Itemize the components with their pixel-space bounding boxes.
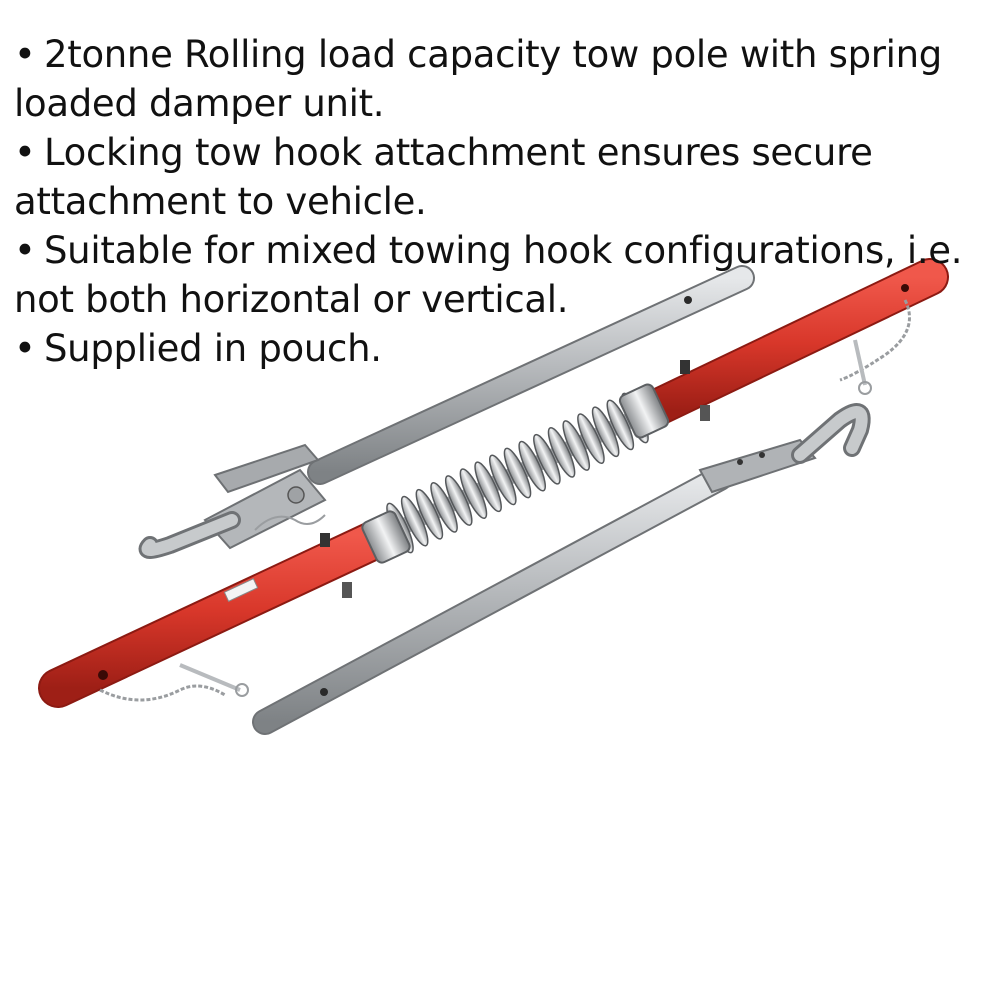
spring-coil	[444, 475, 473, 526]
hook-plate	[698, 438, 817, 494]
bolt	[700, 405, 710, 421]
spring-coil	[577, 413, 605, 465]
feature-text: Suitable for mixed towing hook configura…	[14, 229, 963, 321]
pin-hole-icon	[901, 284, 909, 292]
feature-item: •Locking tow hook attachment ensures sec…	[14, 128, 974, 226]
spring-coil	[606, 399, 635, 451]
spring-coil	[591, 406, 620, 458]
spring-coil	[562, 420, 591, 471]
pin-hole-icon	[98, 670, 108, 680]
spring-coil	[547, 426, 576, 478]
feature-item: •Suitable for mixed towing hook configur…	[14, 226, 974, 324]
pin-hole-icon	[320, 688, 328, 696]
feature-item: •Supplied in pouch.	[14, 324, 974, 373]
lower-galvanised-pole	[252, 403, 871, 735]
spring-coil	[459, 468, 488, 520]
spring-coil	[503, 447, 532, 499]
feature-text: Supplied in pouch.	[44, 327, 382, 370]
spring-coil	[533, 433, 561, 485]
bolt	[342, 582, 352, 598]
bullet-icon: •	[14, 327, 36, 370]
bullet-icon: •	[14, 131, 36, 174]
bolt	[680, 360, 690, 374]
bullet-icon: •	[14, 229, 36, 272]
spring-coil	[400, 495, 429, 547]
coupling-clamp	[203, 443, 327, 550]
linch-pin-chain-right	[839, 299, 911, 395]
spring-coil	[489, 454, 517, 506]
spring-coil	[518, 440, 546, 492]
feature-text: 2tonne Rolling load capacity tow pole wi…	[14, 33, 942, 125]
spring-end-cap	[361, 510, 411, 564]
warning-label	[223, 578, 259, 602]
bolt	[320, 533, 330, 547]
bullet-icon: •	[14, 33, 36, 76]
spring-end-cap	[618, 383, 670, 439]
spring-damper	[361, 383, 670, 564]
spring-coil	[430, 481, 458, 533]
pin-hole-icon	[684, 296, 692, 304]
linch-pin-chain-left	[99, 663, 249, 702]
spring-coil	[415, 488, 444, 540]
feature-text: Locking tow hook attachment ensures secu…	[14, 131, 873, 223]
feature-item: •2tonne Rolling load capacity tow pole w…	[14, 30, 974, 128]
upper-galvanised-pole	[138, 265, 755, 559]
red-tow-pole	[38, 258, 949, 708]
feature-list: •2tonne Rolling load capacity tow pole w…	[14, 30, 974, 373]
spring-coil	[474, 461, 502, 513]
